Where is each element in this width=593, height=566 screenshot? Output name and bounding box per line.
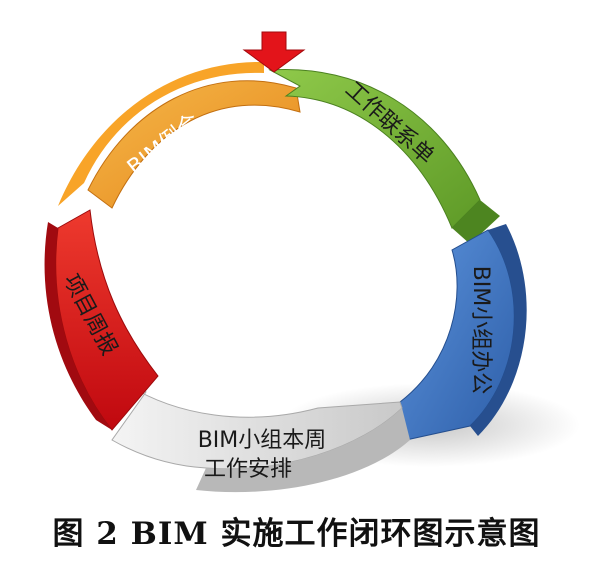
segment-weekly-work-depth	[196, 408, 410, 493]
segment-bim-meeting	[87, 80, 301, 209]
figure-number: 图 2	[52, 516, 119, 552]
segment-bim-group	[399, 229, 515, 441]
label-bim-group: BIM小组办公	[468, 266, 493, 395]
segment-bim-meeting-face	[58, 61, 264, 206]
segment-weekly-report-depth	[44, 222, 112, 430]
label-weekly-work-line1: BIM小组本周	[198, 428, 327, 453]
start-arrow-icon	[242, 31, 306, 73]
label-weekly-work-line2: 工作安排	[204, 457, 292, 482]
segment-weekly-report	[55, 209, 159, 431]
figure-caption: 图 2 BIM 实施工作闭环图示意图	[0, 508, 593, 558]
segment-work-contact-depth	[452, 200, 500, 244]
closed-loop-cycle-diagram: BIM例会 工作联系单 BIM小组办公 BIM小组本周 工作安排 项目周报	[44, 31, 580, 493]
segment-bim-group-depth	[470, 224, 527, 436]
segment-weekly-work	[111, 379, 403, 470]
figure-title: BIM 实施工作闭环图示意图	[130, 516, 541, 552]
